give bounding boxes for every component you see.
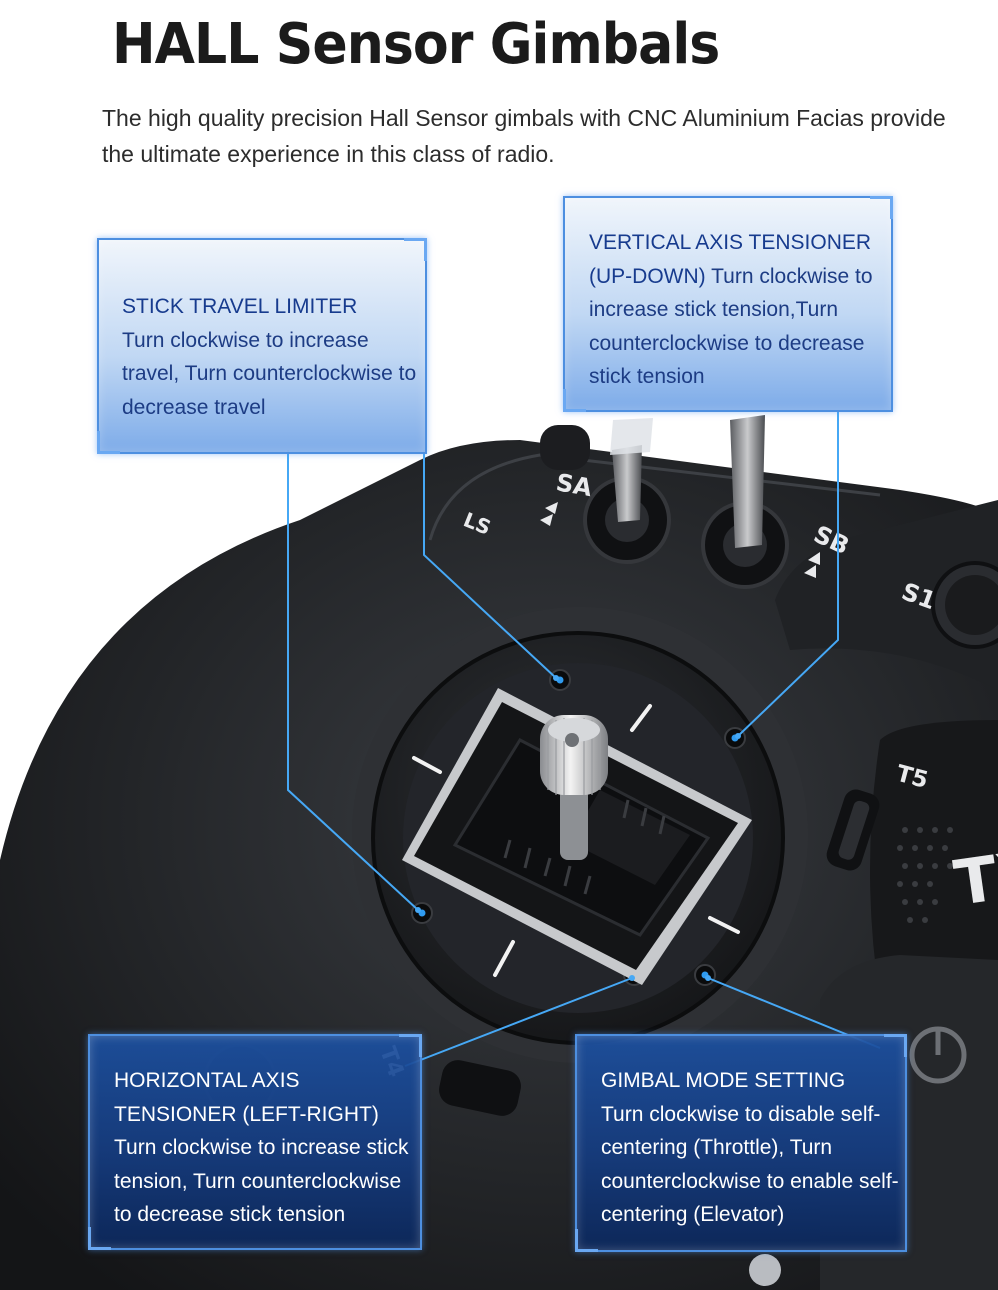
intro-text: The high quality precision Hall Sensor g… <box>102 105 946 167</box>
stick-travel-body: Turn clockwise to increase travel, Turn … <box>122 328 417 419</box>
callout-gimbal-mode-setting: GIMBAL MODE SETTING Turn clockwise to di… <box>575 1034 907 1252</box>
gimbal-mode-body: Turn clockwise to disable self-centering… <box>601 1102 899 1227</box>
horizontal-axis-body: Turn clockwise to increase stick tension… <box>114 1136 409 1226</box>
callout-stick-travel-limiter: STICK TRAVEL LIMITER Turn clockwise to i… <box>97 238 427 454</box>
callout-horizontal-axis-tensioner: HORIZONTAL AXIS TENSIONER (LEFT-RIGHT) T… <box>88 1034 422 1250</box>
vertical-axis-body: Turn clockwise to increase stick tension… <box>589 264 873 389</box>
gimbal-mode-title: GIMBAL MODE SETTING <box>601 1069 846 1092</box>
headline: HALL Sensor Gimbals <box>112 12 720 77</box>
vertical-axis-title: VERTICAL AXIS TENSIONER (UP-DOWN) <box>589 231 872 288</box>
horizontal-axis-title: HORIZONTAL AXIS TENSIONER (LEFT-RIGHT) <box>114 1069 379 1126</box>
stick-travel-title: STICK TRAVEL LIMITER <box>122 295 358 318</box>
sa-label: SA <box>554 468 595 502</box>
brand-label: TX <box>950 835 998 920</box>
callout-vertical-axis-tensioner: VERTICAL AXIS TENSIONER (UP-DOWN) Turn c… <box>563 196 893 412</box>
